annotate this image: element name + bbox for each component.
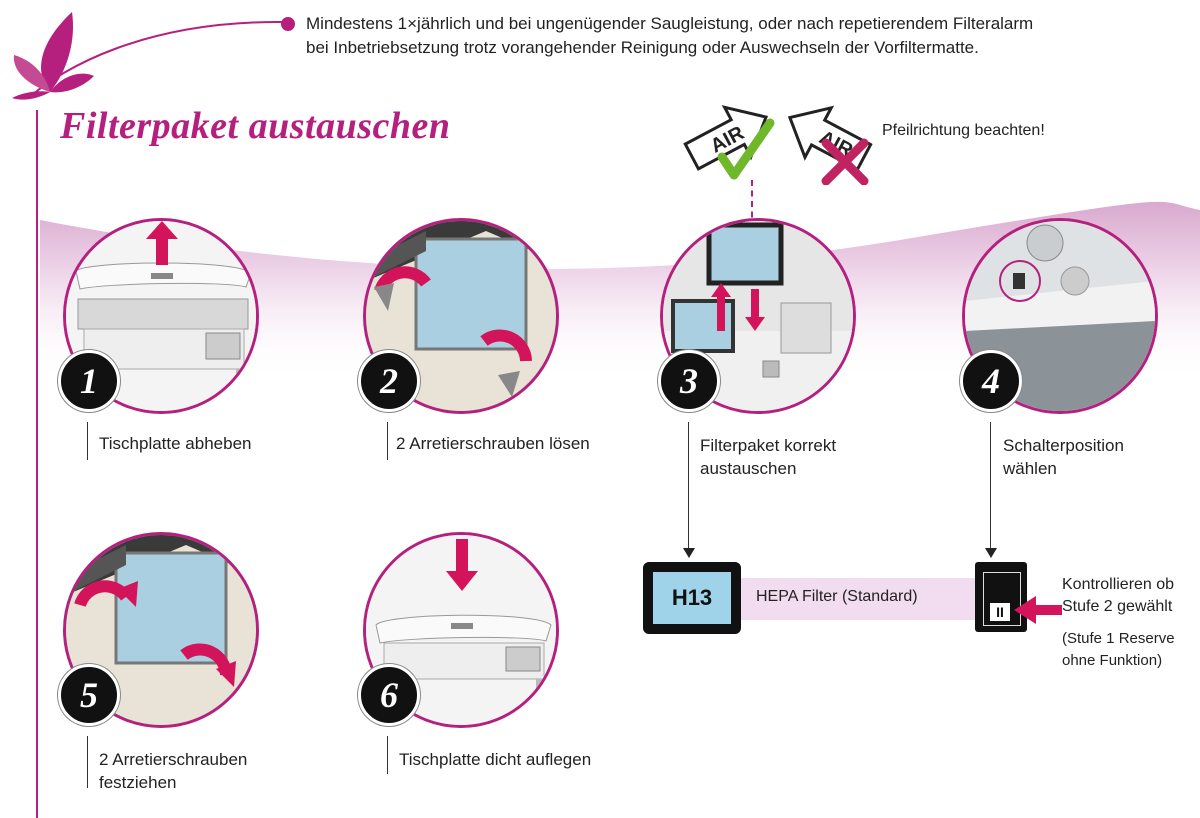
- step-6-caption: Tischplatte dicht auflegen: [399, 748, 591, 771]
- step-5-caption-line-2: festziehen: [99, 773, 177, 792]
- hepa-filter-icon: H13: [643, 562, 741, 634]
- hint-dashed-connector: [751, 180, 753, 228]
- step-4-number: 4: [960, 350, 1022, 412]
- step-1-number: 1: [58, 350, 120, 412]
- arrow-direction-label: Pfeilrichtung beachten!: [882, 122, 1045, 139]
- butterfly-logo-icon: [12, 12, 288, 100]
- intro-line-1: Mindestens 1×jährlich und bei ungenügend…: [306, 14, 1034, 33]
- step-3-number: 3: [658, 350, 720, 412]
- step-4-tick: [990, 422, 991, 462]
- switch-panel-icon: II: [975, 562, 1027, 632]
- step-4-down-connector: [990, 462, 991, 548]
- step-3-tick: [688, 422, 689, 462]
- step-2-caption: 2 Arretierschrauben lösen: [396, 432, 590, 455]
- step-4-caption-line-2: wählen: [1003, 459, 1057, 478]
- switch-note-1-line-1: Kontrollieren ob: [1062, 576, 1175, 593]
- info-band: [740, 578, 980, 620]
- step-3-caption-line-1: Filterpaket korrekt: [700, 436, 837, 455]
- step-4-caption-line-1: Schalterposition: [1003, 436, 1124, 455]
- step-5-caption: 2 Arretierschrauben festziehen: [99, 748, 247, 794]
- step-3-caption-line-2: austauschen: [700, 459, 797, 478]
- switch-note-1-line-2: Stufe 2 gewählt: [1062, 598, 1173, 615]
- step-1-tick: [87, 422, 88, 460]
- step-4-arrow-head-icon: [985, 548, 997, 558]
- step-2-caption-line: 2 Arretierschrauben lösen: [396, 434, 590, 453]
- air-arrow-wrong-icon: AIR: [787, 105, 873, 185]
- intro-line-2: bei Inbetriebsetzung trotz vorangehender…: [306, 38, 979, 57]
- accent-vertical-line: [36, 110, 38, 818]
- step-4-caption: Schalterposition wählen: [1003, 434, 1124, 480]
- step-6-caption-line: Tischplatte dicht auflegen: [399, 750, 592, 769]
- switch-note-2-line-2: ohne Funktion): [1062, 652, 1163, 669]
- switch-pointer-arrow-icon: [1014, 596, 1062, 624]
- background-wave: [40, 201, 1200, 380]
- step-6-tick: [387, 736, 388, 774]
- switch-note-2-line-1: (Stufe 1 Reserve: [1062, 630, 1175, 647]
- step-1-caption: Tischplatte abheben: [99, 432, 251, 455]
- step-3-arrow-head-icon: [683, 548, 695, 558]
- air-arrow-correct-icon: AIR: [683, 105, 775, 180]
- switch-note-2: (Stufe 1 Reserve ohne Funktion): [1062, 628, 1175, 672]
- step-1-caption-line: Tischplatte abheben: [99, 434, 252, 453]
- step-5-caption-line-1: 2 Arretierschrauben: [99, 750, 248, 769]
- hepa-filter-media: H13: [653, 572, 731, 624]
- switch-panel-face: II: [983, 572, 1021, 626]
- switch-symbol: II: [990, 603, 1010, 621]
- hepa-filter-label: HEPA Filter (Standard): [756, 588, 918, 605]
- step-5-tick: [87, 736, 88, 788]
- step-6-number: 6: [358, 664, 420, 726]
- step-5-number: 5: [58, 664, 120, 726]
- hepa-filter-code: H13: [671, 585, 713, 610]
- intro-bullet-icon: [281, 17, 295, 31]
- step-3-caption: Filterpaket korrekt austauschen: [700, 434, 836, 480]
- step-3-down-connector: [688, 462, 689, 548]
- switch-note-1: Kontrollieren ob Stufe 2 gewählt: [1062, 574, 1174, 618]
- intro-text: Mindestens 1×jährlich und bei ungenügend…: [306, 12, 1033, 60]
- step-2-tick: [387, 422, 388, 460]
- step-2-number: 2: [358, 350, 420, 412]
- page-title: Filterpaket austauschen: [60, 105, 451, 147]
